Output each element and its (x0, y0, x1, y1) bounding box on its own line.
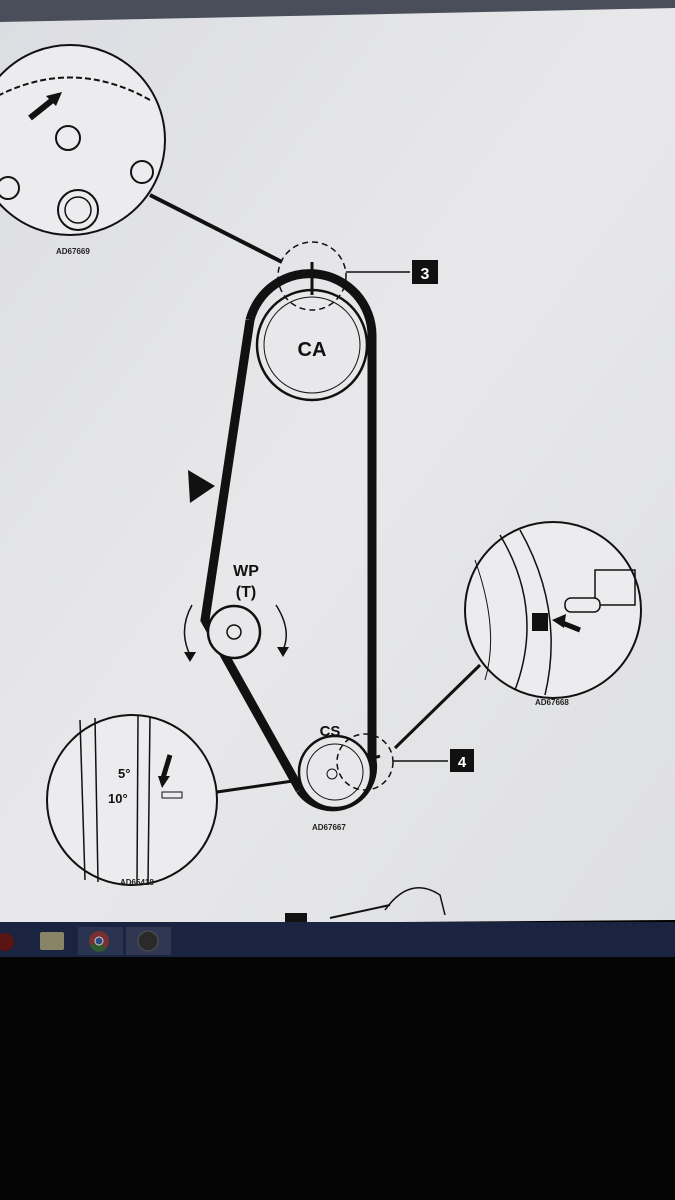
app-icon[interactable] (137, 930, 159, 952)
diagram-page (0, 8, 675, 925)
svg-text:WP: WP (233, 563, 259, 580)
next-diagram-fragment (384, 887, 446, 916)
rotate-arrow-left-icon (183, 604, 193, 656)
svg-text:CA: CA (298, 339, 327, 361)
crankshaft-pulley: CS 4 AD67667 (297, 663, 482, 832)
svg-text:AD67667: AD67667 (312, 823, 346, 832)
detail-crank-pin: AD67668 (464, 521, 642, 707)
callout-3: 3 (421, 266, 430, 283)
monitor-bezel (0, 957, 675, 1200)
svg-text:AD67668: AD67668 (535, 698, 569, 707)
rotate-arrow-right-icon (275, 604, 287, 651)
camshaft-pulley: CA 3 (255, 241, 438, 402)
chrome-icon[interactable] (89, 931, 109, 952)
timing-belt (200, 319, 377, 793)
start-orb-icon[interactable] (0, 933, 14, 951)
callout-4: 4 (458, 754, 467, 771)
detail-degree-marks: 5° 10° AD65418 (46, 714, 301, 887)
water-pump-pulley: WP (T) (183, 563, 289, 662)
belt-direction-arrow-icon (188, 470, 215, 503)
svg-text:(T): (T) (236, 584, 256, 601)
svg-text:AD65418: AD65418 (120, 878, 154, 887)
svg-text:5°: 5° (118, 766, 130, 781)
detail-camshaft-mark: AD67669 (0, 44, 283, 264)
file-explorer-icon[interactable] (40, 932, 64, 950)
svg-text:10°: 10° (108, 791, 128, 806)
svg-text:AD67669: AD67669 (56, 247, 90, 256)
